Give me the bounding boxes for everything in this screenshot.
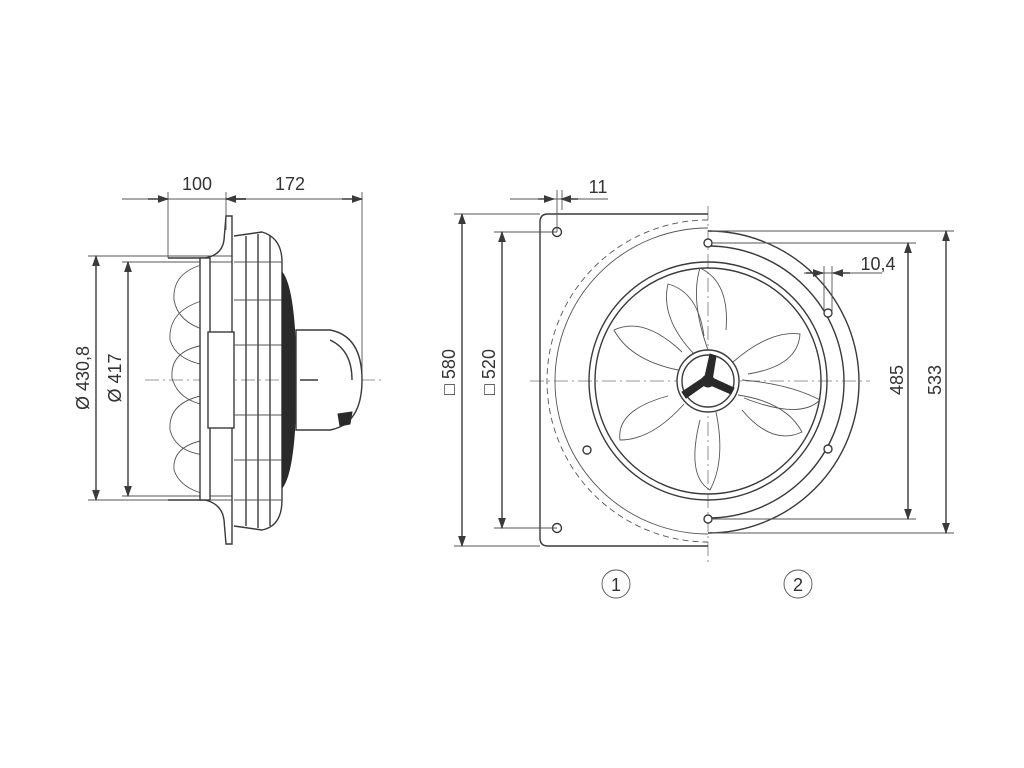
side-guard bbox=[233, 231, 283, 531]
plate-hole-mid bbox=[582, 445, 592, 455]
front-blades bbox=[613, 267, 821, 491]
dim-485-label: 485 bbox=[887, 365, 907, 395]
side-impeller bbox=[169, 257, 235, 501]
dim-11-label: 11 bbox=[589, 177, 608, 197]
plate-inner-arc-2 bbox=[546, 219, 709, 543]
motor-fins bbox=[281, 270, 297, 490]
cable-gland bbox=[337, 411, 353, 427]
front-hub-spider bbox=[681, 353, 735, 399]
dim-580-label: □ 580 bbox=[439, 349, 459, 395]
blade-3 bbox=[171, 344, 206, 406]
front-blade-7 bbox=[666, 283, 705, 355]
dim-dia-outer-label: Ø 430,8 bbox=[73, 346, 93, 410]
ring-hole-bottom bbox=[823, 444, 833, 454]
impeller-ring-inner bbox=[594, 267, 822, 495]
impeller-ring-outer bbox=[588, 261, 828, 501]
front-blade-4 bbox=[694, 411, 721, 491]
front-blade-8 bbox=[741, 379, 821, 410]
motor-cap bbox=[295, 329, 363, 431]
round-ring-inner bbox=[707, 245, 845, 519]
variant-1-marker bbox=[601, 569, 631, 599]
ring-hole-top bbox=[823, 308, 833, 318]
dim-100-label: 100 bbox=[182, 174, 212, 194]
dim-dia-inner-label: Ø 417 bbox=[105, 353, 125, 402]
front-blade-3 bbox=[737, 394, 803, 437]
blade-4 bbox=[169, 394, 206, 456]
front-blade-1 bbox=[696, 267, 727, 351]
variant-1-label: 1 bbox=[611, 575, 621, 595]
variant-2-label: 2 bbox=[793, 575, 803, 595]
front-view: 11 □ 580 □ 520 10,4 485 533 1 2 bbox=[439, 177, 954, 599]
round-ring-outer bbox=[707, 230, 860, 534]
blade-5 bbox=[173, 439, 206, 495]
square-plate bbox=[539, 213, 708, 547]
front-blade-6 bbox=[613, 325, 683, 371]
front-blade-2 bbox=[732, 333, 801, 375]
blade-1 bbox=[173, 263, 206, 331]
side-view: 100 172 Ø 430,8 Ø 417 bbox=[73, 174, 385, 545]
hub bbox=[207, 331, 235, 429]
dim-520-label: □ 520 bbox=[479, 349, 499, 395]
ring-hole-center-top bbox=[703, 238, 713, 248]
side-motor bbox=[281, 270, 363, 490]
dim-10-4-label: 10,4 bbox=[860, 254, 895, 274]
ring-hole-center-bottom bbox=[703, 514, 713, 524]
front-blade-5 bbox=[619, 395, 685, 441]
blade-2 bbox=[169, 299, 206, 366]
motor-detail bbox=[300, 339, 353, 381]
dim-533-label: 533 bbox=[925, 365, 945, 395]
dim-172-label: 172 bbox=[275, 174, 305, 194]
front-hub-inner bbox=[681, 354, 735, 408]
variant-2-marker bbox=[783, 569, 813, 599]
plate-inner-arc-1 bbox=[554, 227, 709, 535]
